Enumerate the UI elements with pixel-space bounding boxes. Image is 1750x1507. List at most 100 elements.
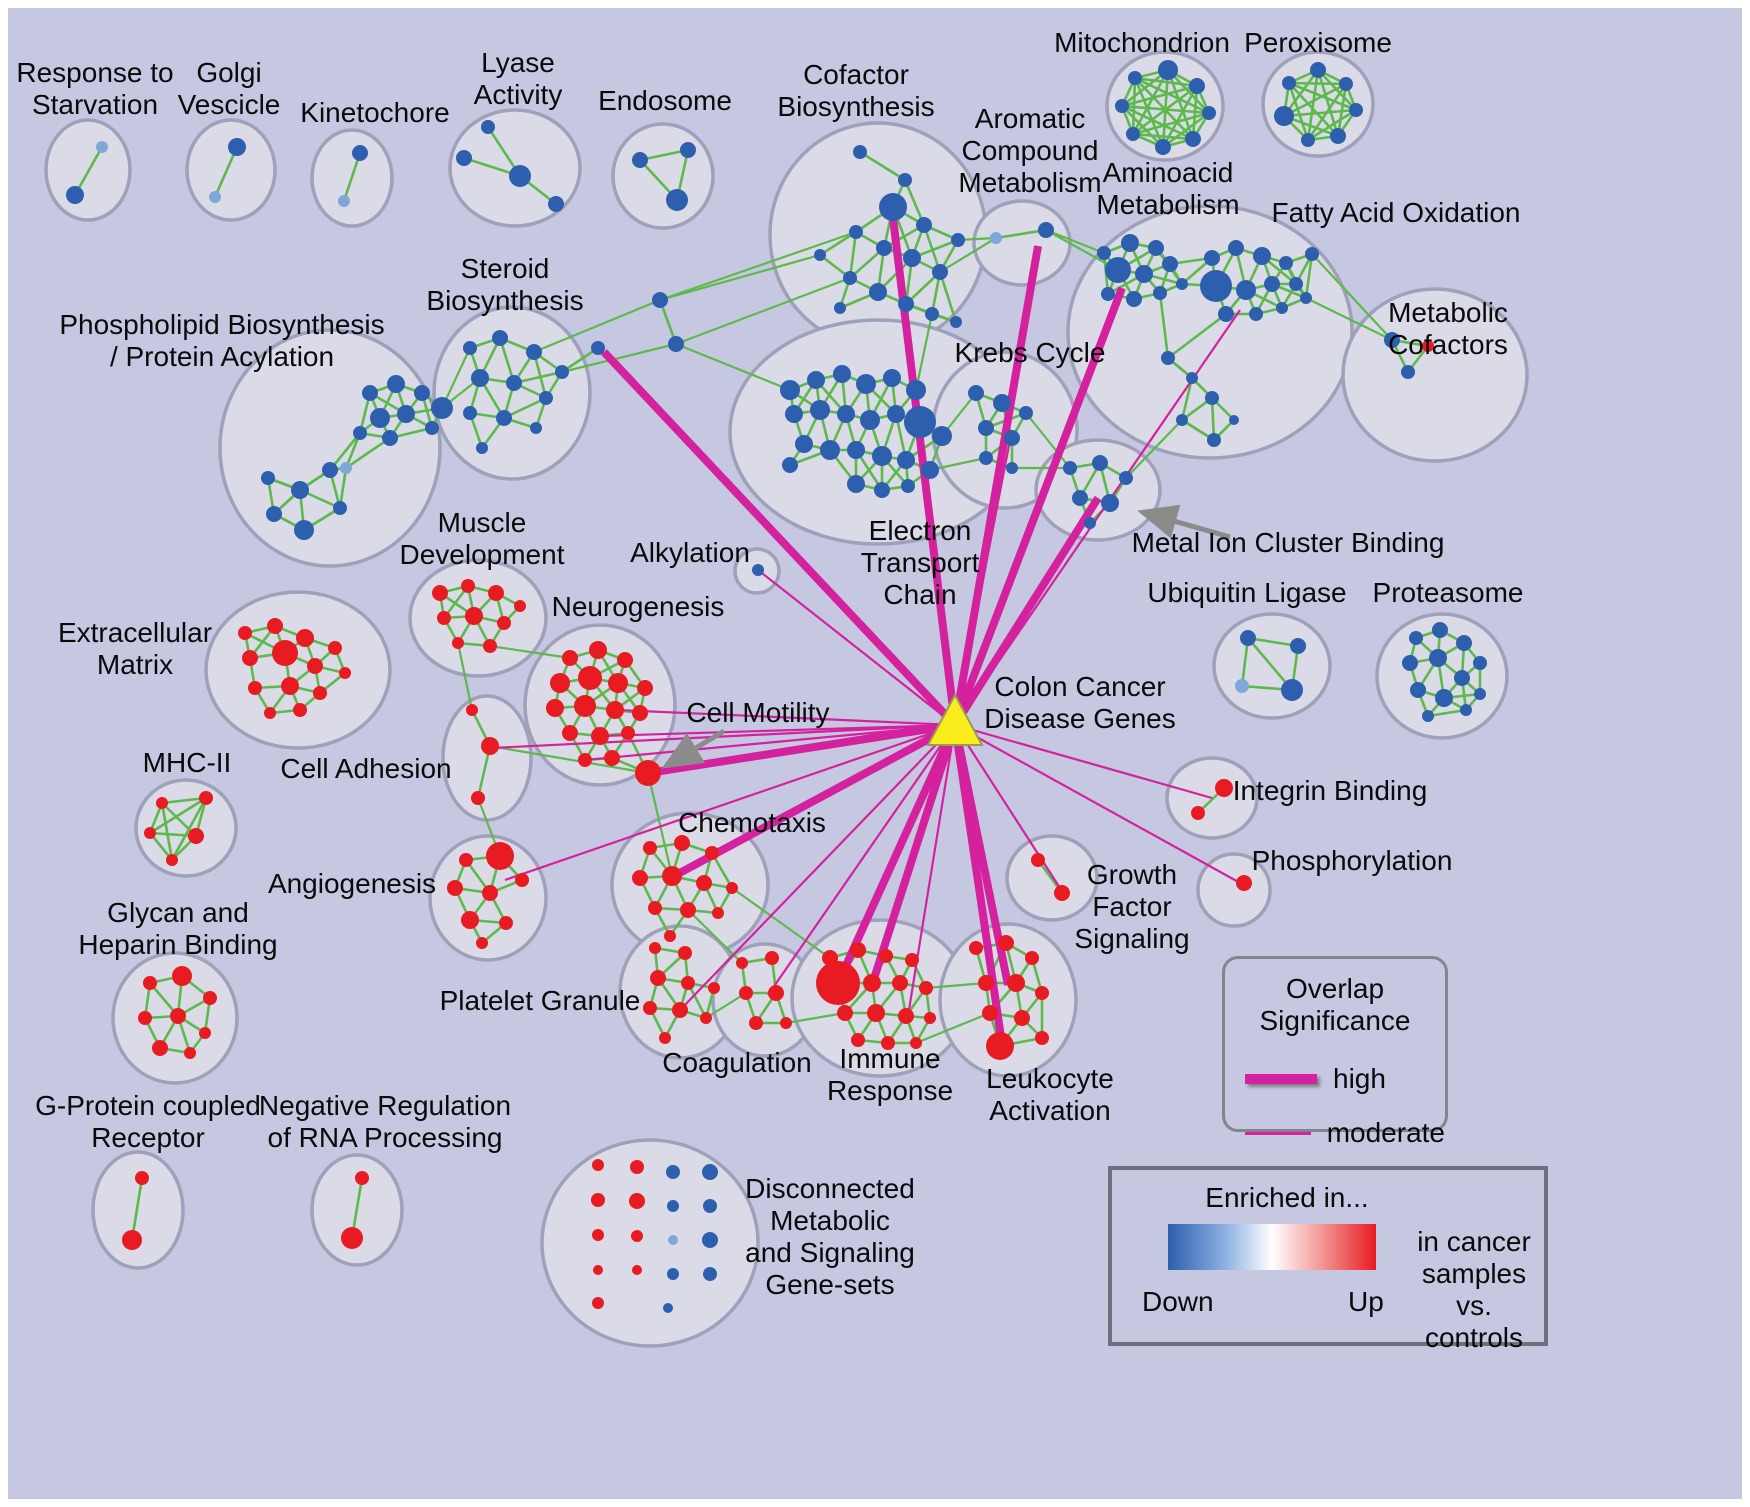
gene-set-node (1274, 106, 1294, 126)
layer-pointer-arrows (661, 504, 1231, 769)
gene-set-node (203, 991, 217, 1005)
gene-set-node (674, 835, 690, 851)
label-phosphorylation: Phosphorylation (1252, 845, 1453, 876)
label-endosome: Endosome (598, 85, 732, 116)
gene-set-node (921, 461, 939, 479)
gene-set-node (648, 901, 662, 915)
gene-set-node (431, 397, 453, 419)
gene-set-node (1004, 430, 1020, 446)
gene-set-edge (1427, 708, 1467, 718)
gene-set-node (881, 1036, 895, 1050)
gene-set-node (338, 195, 350, 207)
gene-set-edge (675, 342, 791, 392)
overlap-edge-high (951, 286, 1126, 727)
gene-set-node (1204, 250, 1220, 266)
gene-set-node (1456, 635, 1472, 651)
gene-set-node (1410, 682, 1426, 698)
gene-set-node (138, 1011, 152, 1025)
gene-set-node (1006, 462, 1018, 474)
gene-set-node (898, 173, 912, 187)
gene-set-node (629, 1193, 645, 1209)
gene-set-node (591, 1193, 605, 1207)
overlap-edge-moderate (953, 439, 1012, 726)
gene-set-node (291, 481, 309, 499)
legend-row-high: high (1225, 1063, 1445, 1095)
gene-set-edge (915, 1011, 991, 1045)
gene-set-node (780, 1017, 792, 1029)
gene-set-node (1474, 688, 1486, 700)
gene-set-node (1264, 276, 1280, 292)
gene-set-node (1063, 461, 1077, 475)
gene-set-edge (533, 298, 661, 354)
label-neurogenesis: Neurogenesis (552, 591, 725, 622)
gene-set-node (643, 841, 657, 855)
gene-set-node (664, 930, 676, 942)
gene-set-node (630, 1160, 644, 1174)
gene-set-node (296, 629, 314, 647)
gene-set-edge (130, 1177, 144, 1241)
gene-set-node (910, 1037, 922, 1049)
gene-set-edge (73, 146, 104, 196)
gene-set-node (497, 616, 511, 630)
gene-set-node (668, 1235, 678, 1245)
enrichment-gradient-bar (1168, 1224, 1376, 1270)
gene-set-node (539, 391, 553, 405)
gene-set-node (906, 380, 926, 400)
cluster-ellipse-metabolic-cofactors (1341, 287, 1529, 463)
enrichment-up-label: Up (1348, 1286, 1384, 1317)
gene-set-node (555, 365, 569, 379)
overlap-edge-moderate (617, 708, 956, 727)
gene-set-node (820, 440, 840, 460)
gene-set-node (463, 406, 477, 420)
gene-set-node (1105, 257, 1131, 283)
gene-set-node (993, 394, 1011, 412)
label-alkylation: Alkylation (630, 537, 750, 568)
gene-set-edge (345, 436, 391, 470)
gene-set-node (1205, 391, 1219, 405)
gene-set-edge (675, 276, 851, 346)
gene-set-node (1207, 433, 1221, 447)
gene-set-node (456, 150, 472, 166)
gene-set-node (1422, 710, 1434, 722)
overlap-edge-moderate (906, 724, 957, 1017)
overlap-significance-legend: Overlap Significance high moderate (1222, 956, 1448, 1148)
gene-set-edge (705, 992, 747, 1019)
gene-set-node (592, 1297, 604, 1309)
gene-set-node (1092, 455, 1108, 471)
gene-set-node (248, 681, 262, 695)
gene-set-node (313, 686, 327, 700)
gene-set-node (591, 727, 609, 745)
gene-set-node (589, 641, 607, 659)
gene-set-node (172, 966, 192, 986)
overlap-legend-title-line: Overlap (1285, 973, 1385, 1004)
gene-set-node (668, 336, 684, 352)
gene-set-edge (925, 981, 987, 990)
gene-set-node (810, 400, 830, 420)
gene-set-node (652, 292, 668, 308)
gene-set-node (1310, 62, 1326, 78)
gene-set-node (700, 1012, 712, 1024)
gene-set-node (1330, 128, 1346, 144)
gene-set-node (843, 271, 857, 285)
cluster-ellipse-endosome (611, 122, 715, 230)
gene-set-node (1097, 246, 1111, 260)
cluster-ellipse-extracellular-matrix (204, 590, 392, 750)
gene-set-edge (929, 456, 987, 472)
gene-set-node (530, 422, 542, 434)
gene-set-node (1035, 986, 1049, 1000)
overlap-edge-high (834, 723, 959, 985)
gene-set-edge (1045, 229, 1119, 271)
gene-set-node (1401, 365, 1415, 379)
gene-set-node (188, 828, 204, 844)
gene-set-edge (489, 644, 571, 660)
gene-set-node (476, 442, 488, 454)
moderate-significance-line-sample (1245, 1131, 1311, 1135)
gene-set-edge (170, 797, 208, 861)
overlap-edge-high (951, 495, 1102, 728)
gene-set-node (1409, 631, 1423, 645)
gene-set-node (481, 737, 499, 755)
